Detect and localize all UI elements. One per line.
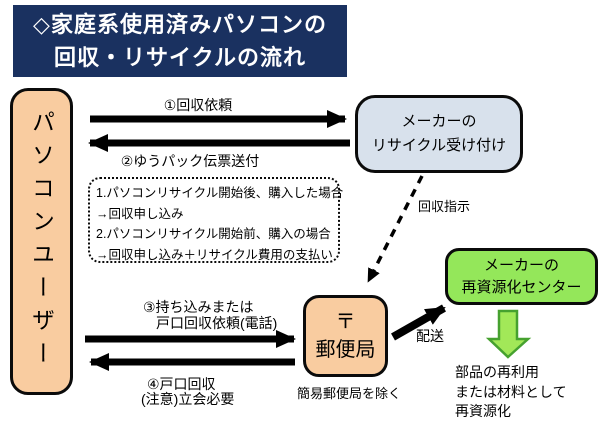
label-delivery: 配送	[416, 328, 444, 344]
node-post-office: 〒 郵便局	[303, 295, 388, 377]
maker-reception-line1: メーカーの	[401, 113, 477, 130]
label-step1-collection-request: ①回収依頼	[163, 97, 233, 113]
recycle-center-line2: 再資源化センター	[461, 278, 582, 296]
diagram-title-line1: ◇家庭系使用済みパソコンの	[33, 12, 327, 37]
pc-user-label: パソコンユーザー	[28, 109, 55, 374]
label-step2-yupack-slip: ②ゆうパック伝票送付	[120, 153, 260, 169]
note-line4: →回収申し込み＋リサイクル費用の支払い	[96, 247, 333, 262]
note-line1: 1.パソコンリサイクル開始後、購入した場合	[96, 186, 344, 200]
green-down-block-arrow	[485, 309, 532, 359]
label-step3-bring-in: ③持ち込みまたは	[143, 299, 254, 315]
diagram-title-line2: 回収・リサイクルの流れ	[54, 45, 306, 70]
label-step3-door-pickup-phone: 戸口回収依頼(電話)	[156, 315, 278, 331]
result-line1: 部品の再利用	[455, 364, 539, 380]
maker-reception-line2: リサイクル受け付け	[371, 137, 507, 154]
label-step4-attendance-note: (注意)立会必要	[141, 391, 235, 407]
post-office-label: 郵便局	[315, 339, 376, 361]
label-collection-instruction: 回収指示	[418, 199, 471, 214]
note-line2: →回収申し込み	[96, 206, 184, 221]
post-office-note: 簡易郵便局を除く	[297, 386, 402, 401]
result-line2: または材料として	[455, 383, 567, 400]
diagram-title: ◇家庭系使用済みパソコンの 回収・リサイクルの流れ	[13, 5, 347, 77]
node-maker-reception: メーカーの リサイクル受け付け	[355, 95, 523, 173]
label-step4-door-collection: ④戸口回収	[147, 376, 216, 392]
result-line3: 再資源化	[455, 403, 511, 419]
node-recycle-center: メーカーの 再資源化センター	[445, 248, 598, 305]
note-line3: 2.パソコンリサイクル開始前、購入の場合	[96, 227, 331, 241]
recycle-center-line1: メーカーの	[483, 256, 559, 274]
postal-mark-icon: 〒	[335, 311, 356, 333]
arrow-collection-instruction-dashed	[367, 175, 424, 283]
condition-note-box: 1.パソコンリサイクル開始後、購入した場合 →回収申し込み 2.パソコンリサイク…	[88, 177, 344, 263]
result-text: 部品の再利用 または材料として 再資源化	[455, 363, 567, 421]
node-pc-user: パソコンユーザー	[10, 88, 73, 395]
